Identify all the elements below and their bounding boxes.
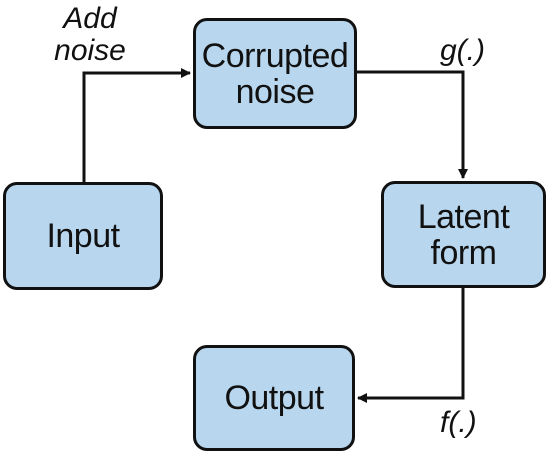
edge-label-add: Add	[63, 2, 117, 35]
corrupted-noise-label-line1: Corrupted	[201, 36, 349, 75]
latent-form-label-line2: form	[430, 233, 497, 272]
edge-latent-form-to-output	[357, 288, 465, 403]
output-node-label: Output	[224, 379, 324, 417]
output-node: Output	[193, 345, 355, 451]
edge-input-to-corrupted-noise	[82, 68, 191, 182]
latent-form-label-line1: Latent	[417, 197, 510, 236]
input-node: Input	[3, 182, 163, 290]
corrupted-noise-label-line2: noise	[235, 72, 315, 111]
edge-label-noise: noise	[54, 34, 126, 67]
input-node-label: Input	[46, 217, 120, 255]
corrupted-noise-node: Corrupted noise	[193, 18, 357, 129]
latent-form-node: Latent form	[381, 181, 546, 288]
edge-label-g: g(.)	[440, 34, 485, 67]
edge-label-f: f(.)	[440, 406, 477, 439]
edge-corrupted-noise-to-latent-form	[357, 70, 468, 179]
